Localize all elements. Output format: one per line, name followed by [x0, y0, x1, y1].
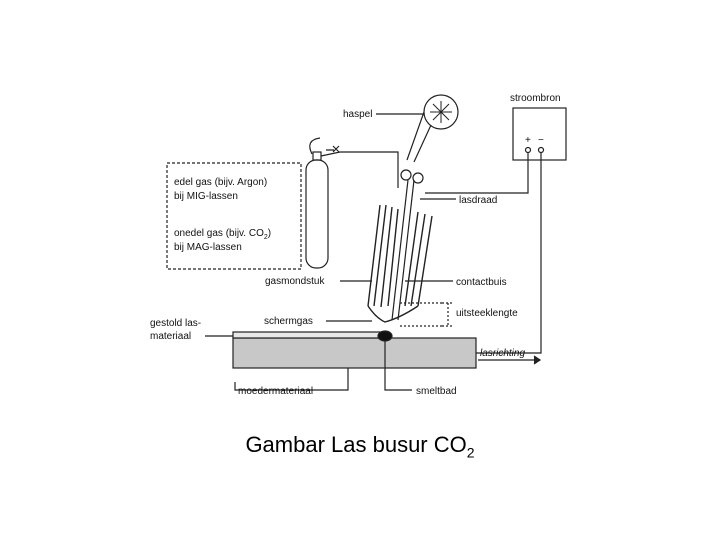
label-contactbuis: contactbuis — [456, 277, 507, 288]
label-lasdraad: lasdraad — [459, 195, 497, 206]
label-uitsteeklengte: uitsteeklengte — [456, 308, 518, 319]
gas-info-box — [166, 162, 302, 270]
label-smeltbad: smeltbad — [416, 386, 457, 397]
label-haspel: haspel — [343, 109, 372, 120]
leader-moeder — [234, 368, 349, 391]
weld-bead — [232, 331, 384, 339]
gas-hose — [320, 151, 399, 188]
wire-reel-spokes — [430, 101, 452, 123]
figure-caption: Gambar Las busur CO2 — [245, 432, 475, 461]
label-schermgas: schermgas — [264, 316, 313, 327]
feed-roller-left — [400, 169, 412, 181]
label-minus: − — [538, 135, 544, 146]
stickout-dimension — [400, 302, 454, 327]
label-lasrichting: lasrichting — [480, 348, 525, 359]
label-gestold-1: gestold las- — [150, 318, 201, 329]
leader-smeltbad — [384, 341, 412, 391]
label-mag: bij MAG-lassen — [174, 242, 242, 253]
gas-nozzle — [367, 204, 433, 323]
gas-cylinder — [305, 159, 329, 269]
direction-arrowhead — [533, 355, 542, 365]
power-source — [512, 107, 567, 161]
label-onedelgas: onedel gas (bijv. CO2) — [174, 228, 271, 241]
regulator — [326, 145, 340, 153]
label-stroombron: stroombron — [510, 93, 561, 104]
torch-cable — [425, 152, 529, 194]
wire-feed — [406, 111, 432, 163]
label-edelgas: edel gas (bijv. Argon) — [174, 177, 267, 188]
label-mig: bij MIG-lassen — [174, 191, 238, 202]
cylinder-valve — [312, 151, 322, 161]
contact-tube — [391, 179, 415, 321]
weld-pool — [377, 330, 393, 342]
label-moedermateriaal: moedermateriaal — [238, 386, 313, 397]
cylinder-top-hose — [309, 137, 321, 155]
label-plus: + — [525, 135, 531, 146]
label-gasmondstuk: gasmondstuk — [265, 276, 325, 287]
feed-roller-right — [412, 172, 424, 184]
label-gestold-2: materiaal — [150, 331, 191, 342]
base-plate — [232, 337, 477, 369]
work-cable — [476, 152, 542, 354]
